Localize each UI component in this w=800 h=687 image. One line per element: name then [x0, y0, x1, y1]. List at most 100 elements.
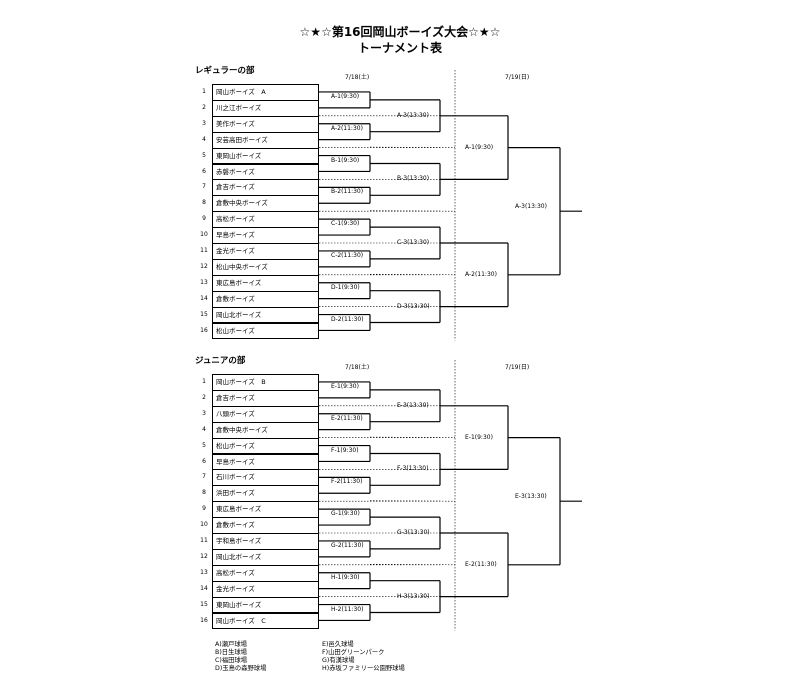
team-name: 松山中央ボーイズ [212, 258, 319, 276]
section-heading: レギュラーの部 [195, 66, 255, 76]
match-label-r3: E-2(11:30) [465, 560, 497, 568]
match-label-r3: A-1(9:30) [465, 143, 494, 151]
seed-number: 3 [202, 119, 206, 127]
block-divider [369, 210, 456, 212]
seed-number: 14 [200, 294, 208, 302]
team-name: 岡山ボーイズ A [212, 84, 319, 101]
team-name: 高松ボーイズ [212, 564, 319, 582]
date-day1: 7/18(土) [345, 364, 370, 371]
seed-number: 1 [202, 378, 206, 385]
venue-e: E)邑久球場 [322, 641, 354, 648]
team-name: 金光ボーイズ [212, 580, 319, 598]
match-label-r1: E-2(11:30) [331, 414, 363, 422]
section-heading: ジュニアの部 [195, 356, 246, 366]
team-name: 美作ボーイズ [212, 115, 319, 133]
venue-b: B)日生球場 [215, 649, 247, 656]
team-name: 金光ボーイズ [212, 243, 319, 260]
match-label-r1: G-2(11:30) [331, 541, 364, 549]
venue-c: C)福田球場 [215, 657, 248, 664]
team-name: 岡山北ボーイズ [212, 306, 319, 324]
team-name: 倉吉ボーイズ [212, 179, 319, 197]
seed-number: 5 [202, 441, 206, 449]
team-name: 倉敷中央ボーイズ [212, 421, 319, 439]
venue-d: D)玉島の森野球場 [215, 665, 267, 672]
match-label-r1: D-1(9:30) [331, 283, 360, 291]
team-name: 石川ボーイズ [212, 469, 319, 487]
team-name: 東岡山ボーイズ [212, 147, 319, 165]
match-label-r1: D-2(11:30) [331, 315, 364, 323]
match-label-r1: A-1(9:30) [331, 92, 360, 100]
venue-a: A)瀬戸球場 [215, 641, 247, 648]
block-divider [369, 436, 456, 438]
block-divider [369, 273, 456, 276]
match-label-r1: A-2(11:30) [331, 124, 363, 132]
seed-number: 7 [202, 183, 206, 191]
seed-number: 16 [200, 326, 208, 334]
seed-number: 6 [202, 167, 206, 175]
match-label-r2: C-3(13:30) [397, 239, 430, 246]
team-name: 倉吉ボーイズ [212, 389, 319, 407]
team-name: 岡山ボーイズ C [212, 612, 319, 630]
seed-number: 15 [200, 310, 208, 318]
team-name: 岡山北ボーイズ [212, 548, 319, 566]
seed-number: 10 [200, 231, 208, 239]
team-name: 東広島ボーイズ [212, 274, 319, 292]
block-divider [369, 146, 456, 148]
match-label-r1: H-2(11:30) [331, 605, 364, 613]
venue-g: G)有漢球場 [322, 657, 355, 664]
team-name: 川之江ボーイズ [212, 99, 319, 117]
team-name: 松山ボーイズ [212, 437, 319, 455]
date-day2: 7/19(日) [505, 364, 530, 371]
match-label-r1: G-1(9:30) [331, 510, 360, 518]
team-name: 宇和島ボーイズ [212, 533, 319, 550]
seed-number: 2 [202, 103, 206, 111]
date-day1: 7/18(土) [345, 74, 370, 81]
seed-number: 13 [200, 278, 208, 286]
block-divider [369, 563, 456, 566]
team-name: 八頭ボーイズ [212, 405, 319, 423]
match-label-r1: H-1(9:30) [331, 573, 360, 581]
match-label-r2: A-3(13:30) [397, 111, 429, 119]
seed-number: 14 [200, 584, 208, 592]
seed-number: 11 [200, 537, 208, 544]
seed-number: 10 [200, 521, 208, 529]
team-name: 倉敷ボーイズ [212, 290, 319, 308]
match-label-r3: A-2(11:30) [465, 270, 497, 278]
team-name: 岡山ボーイズ B [212, 374, 319, 391]
seed-number: 12 [200, 552, 208, 560]
seed-number: 16 [200, 616, 208, 624]
seed-number: 1 [202, 88, 206, 95]
seed-number: 4 [202, 425, 206, 433]
team-name: 東岡山ボーイズ [212, 596, 319, 614]
team-name: 浜田ボーイズ [212, 485, 319, 503]
match-label-r1: E-1(9:30) [331, 382, 359, 390]
team-name: 赤磐ボーイズ [212, 163, 319, 181]
seed-number: 4 [202, 135, 206, 143]
team-name: 早島ボーイズ [212, 227, 319, 244]
venue-f: F)山田グリーンパーク [322, 649, 385, 656]
seed-number: 12 [200, 262, 208, 270]
match-label-r1: B-2(11:30) [331, 188, 364, 196]
team-name: 松山ボーイズ [212, 322, 319, 340]
match-label-final: E-3(13:30) [515, 493, 547, 501]
match-label-r1: C-2(11:30) [331, 251, 364, 259]
match-label-r3: E-1(9:30) [465, 433, 493, 441]
title-line-2: トーナメント表 [357, 41, 442, 55]
date-day2: 7/19(日) [505, 74, 530, 81]
match-label-r2: F-3(13:30) [397, 465, 429, 473]
seed-number: 3 [202, 409, 206, 417]
venue-h: H)赤坂ファミリー公園野球場 [322, 665, 405, 672]
match-label-r2: G-3(13:30) [397, 529, 430, 536]
team-name: 倉敷ボーイズ [212, 517, 319, 534]
seed-number: 2 [202, 393, 206, 401]
seed-number: 8 [202, 199, 206, 207]
seed-number: 9 [202, 505, 206, 513]
team-name: 倉敷中央ボーイズ [212, 195, 319, 213]
match-label-r2: E-3(13:30) [397, 401, 429, 409]
team-name: 東広島ボーイズ [212, 501, 319, 519]
block-divider [369, 500, 456, 502]
seed-number: 13 [200, 568, 208, 576]
match-label-r1: C-1(9:30) [331, 220, 360, 228]
match-label-r1: F-1(9:30) [331, 446, 359, 454]
